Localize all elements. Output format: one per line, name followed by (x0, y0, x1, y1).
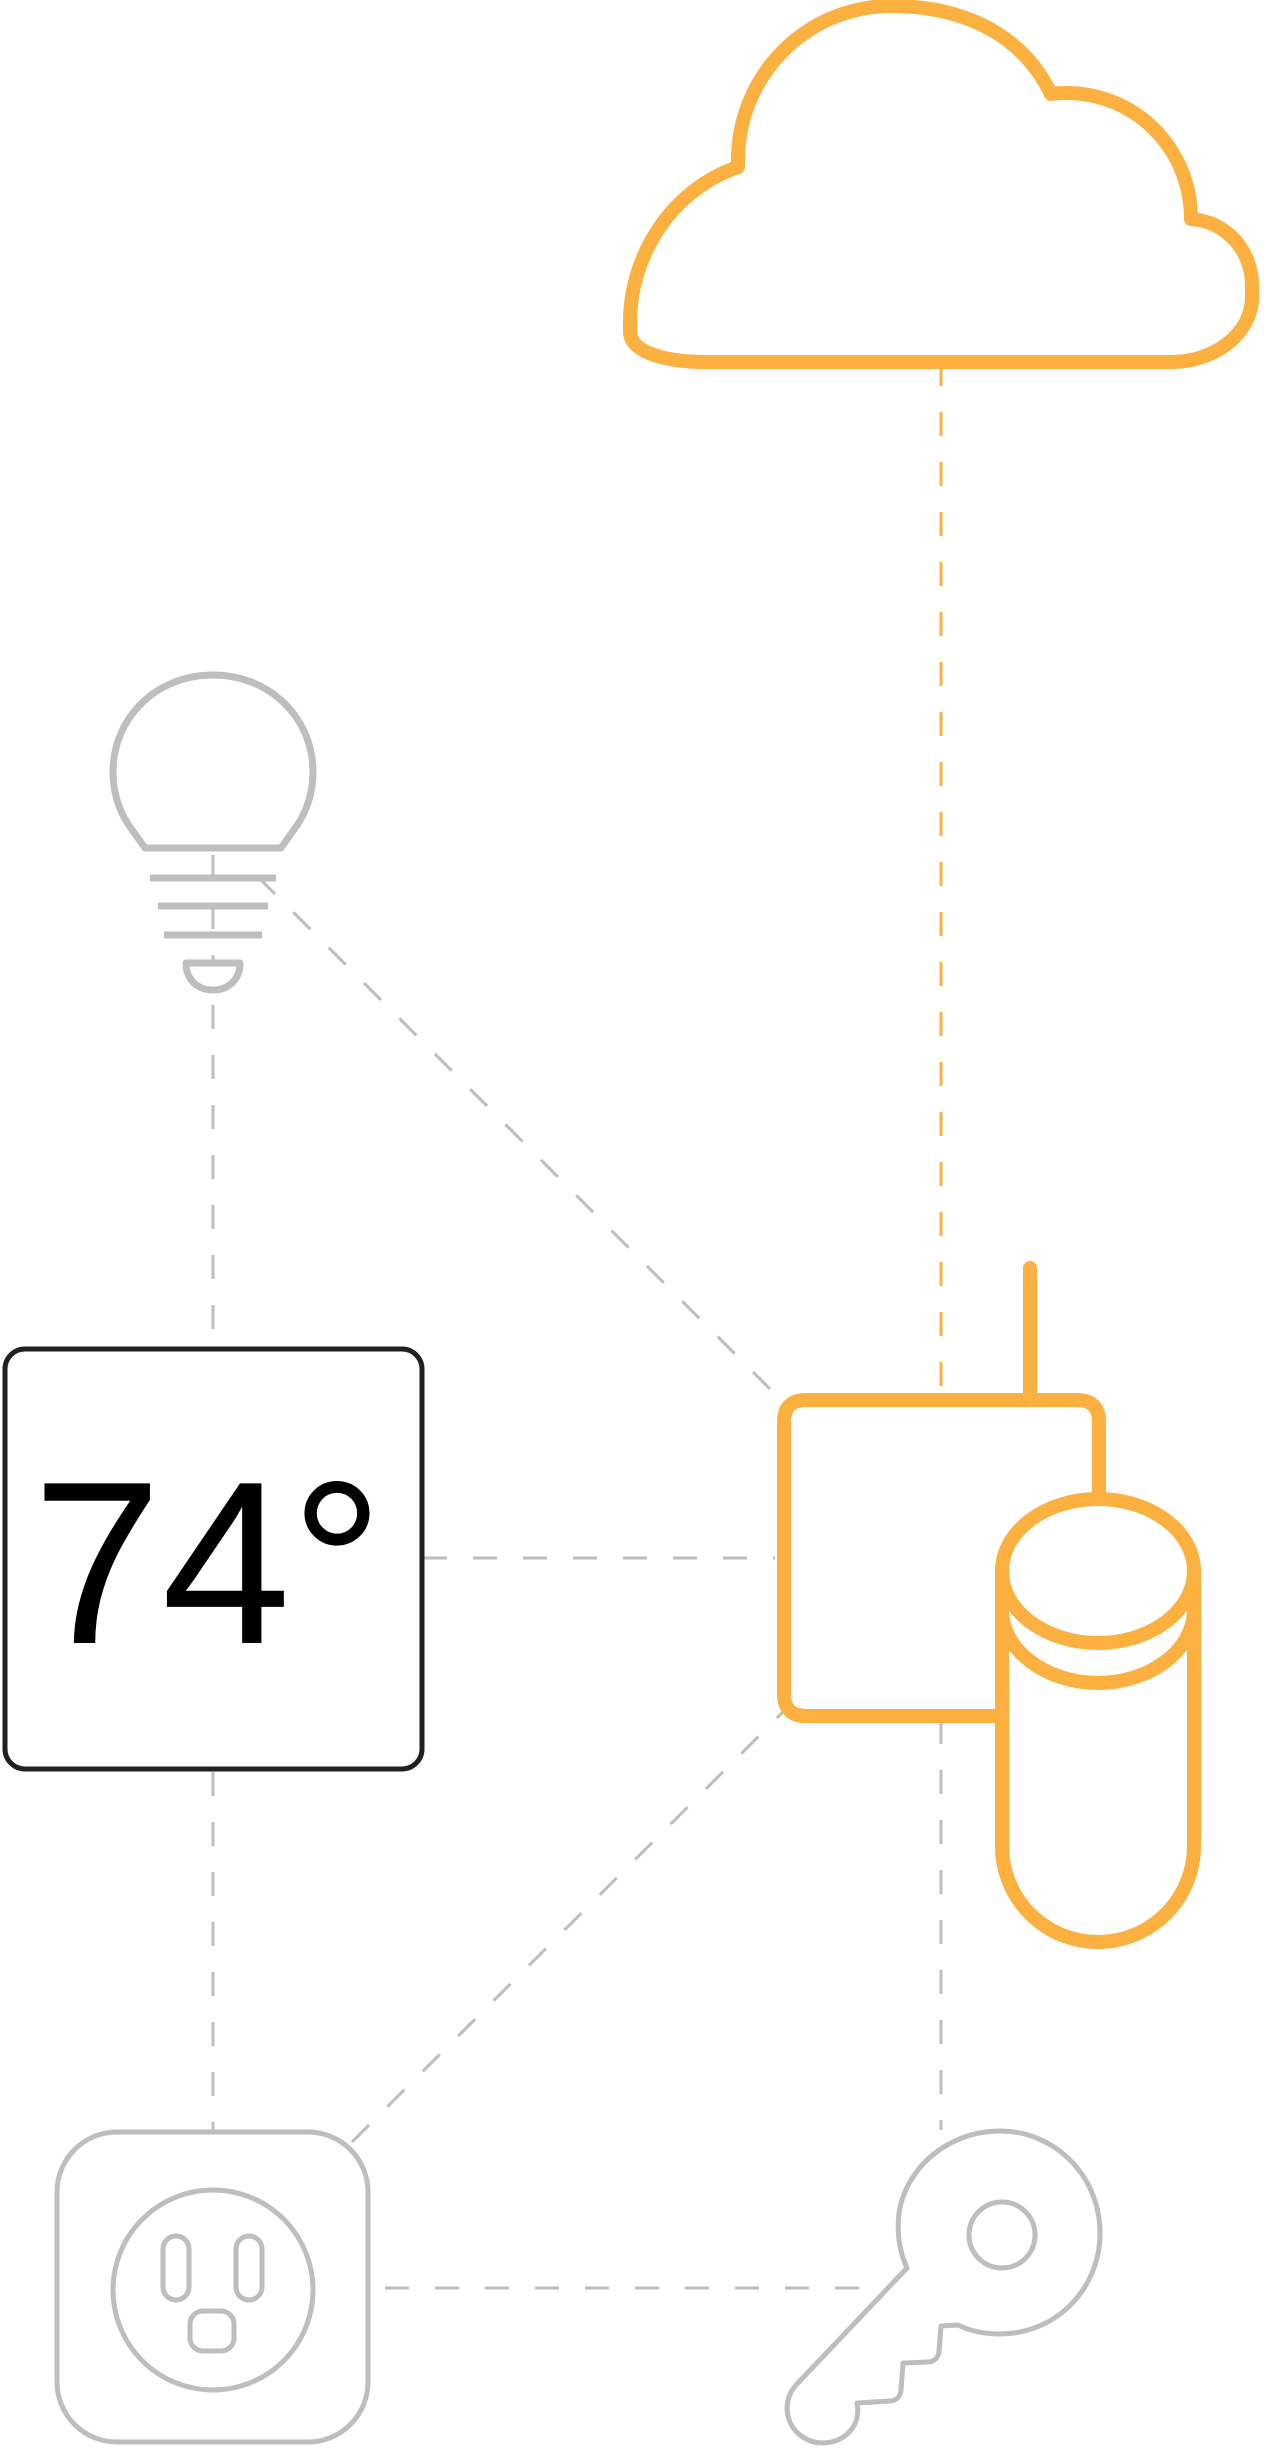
outlet-face (110, 2187, 316, 2393)
outlet-node (54, 2129, 371, 2445)
bulb-node (109, 671, 317, 994)
key-node (784, 2128, 1103, 2446)
thermostat-node: 74° (2, 1346, 425, 1772)
outlet-slot-right (233, 2233, 265, 2303)
outlet-slot-left (160, 2233, 192, 2303)
bulb-tip (182, 959, 244, 994)
link-bulb-hub (256, 875, 788, 1407)
cloud-icon (623, 0, 1259, 369)
database-cylinder-icon (995, 1571, 1201, 1949)
thermostat-icon (2, 1346, 425, 1772)
database-node (995, 1492, 1201, 1949)
thermostat-temperature: 74° (33, 1434, 384, 1693)
key-hole (966, 2199, 1038, 2271)
link-outlet-hub (350, 1708, 787, 2144)
outlet-ground (187, 2308, 237, 2354)
database-top (995, 1492, 1201, 1650)
connections (211, 362, 943, 2290)
database-middle-ring (995, 1609, 1201, 1690)
key-icon (784, 2128, 1103, 2446)
light-bulb-icon (109, 671, 317, 852)
cloud-node (623, 0, 1259, 369)
